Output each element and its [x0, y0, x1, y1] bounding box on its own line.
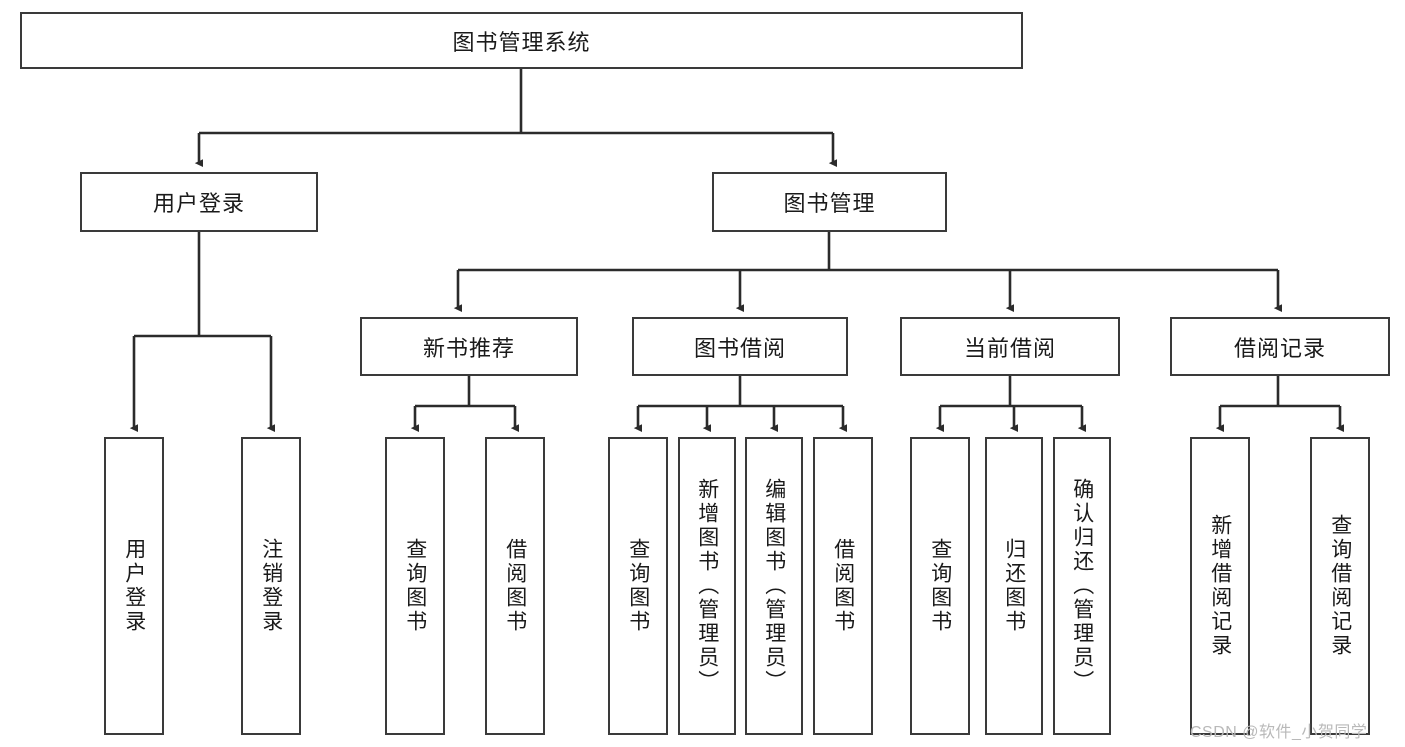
node-leaf-query-book[interactable]: 查询图书 — [608, 437, 668, 735]
leaf-label: 编辑图书（管理员） — [762, 478, 786, 694]
leaf-label: 注销登录 — [259, 538, 283, 634]
csdn-watermark: CSDN @软件_小贺同学 — [1190, 724, 1368, 741]
node-leaf-return-book[interactable]: 归还图书 — [985, 437, 1043, 735]
node-leaf-query-book-recommend[interactable]: 查询图书 — [385, 437, 445, 735]
leaf-label: 确认归还（管理员） — [1070, 478, 1094, 694]
leaf-label: 归还图书 — [1002, 538, 1026, 634]
leaf-label: 用户登录 — [122, 538, 146, 634]
leaf-label: 查询图书 — [626, 538, 650, 634]
node-leaf-user-login[interactable]: 用户登录 — [104, 437, 164, 735]
node-leaf-add-book[interactable]: 新增图书（管理员） — [678, 437, 736, 735]
node-leaf-add-borrow-record[interactable]: 新增借阅记录 — [1190, 437, 1250, 735]
node-user-login[interactable]: 用户登录 — [80, 172, 318, 232]
leaf-label: 新增图书（管理员） — [695, 478, 719, 694]
leaf-label: 查询图书 — [403, 538, 427, 634]
node-leaf-query-book-current[interactable]: 查询图书 — [910, 437, 970, 735]
node-borrow-record[interactable]: 借阅记录 — [1170, 317, 1390, 376]
leaf-label: 新增借阅记录 — [1208, 514, 1232, 658]
node-root[interactable]: 图书管理系统 — [20, 12, 1023, 69]
node-book-manage[interactable]: 图书管理 — [712, 172, 947, 232]
node-book-borrow[interactable]: 图书借阅 — [632, 317, 848, 376]
leaf-label: 借阅图书 — [831, 538, 855, 634]
node-new-book-recommend[interactable]: 新书推荐 — [360, 317, 578, 376]
node-leaf-borrow-book[interactable]: 借阅图书 — [813, 437, 873, 735]
node-leaf-edit-book[interactable]: 编辑图书（管理员） — [745, 437, 803, 735]
node-leaf-borrow-book-recommend[interactable]: 借阅图书 — [485, 437, 545, 735]
leaf-label: 借阅图书 — [503, 538, 527, 634]
node-leaf-confirm-return[interactable]: 确认归还（管理员） — [1053, 437, 1111, 735]
node-current-borrow[interactable]: 当前借阅 — [900, 317, 1120, 376]
node-leaf-query-borrow-record[interactable]: 查询借阅记录 — [1310, 437, 1370, 735]
leaf-label: 查询借阅记录 — [1328, 514, 1352, 658]
node-leaf-user-logout[interactable]: 注销登录 — [241, 437, 301, 735]
leaf-label: 查询图书 — [928, 538, 952, 634]
